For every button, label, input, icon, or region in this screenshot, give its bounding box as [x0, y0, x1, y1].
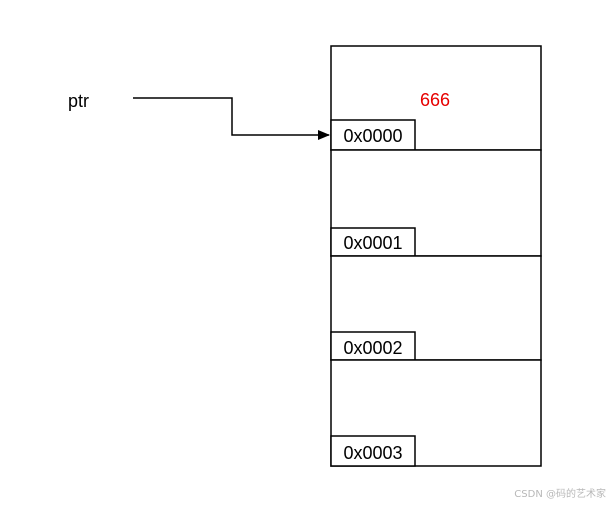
address-label: 0x0003	[343, 443, 402, 463]
pointer-arrow	[133, 97, 330, 140]
address-label: 0x0000	[343, 126, 402, 146]
pointer-label: ptr	[68, 91, 89, 111]
address-label: 0x0001	[343, 233, 402, 253]
address-label: 0x0002	[343, 338, 402, 358]
address-label-box	[330, 435, 416, 467]
address-label-box	[330, 227, 416, 257]
memory-block: 666 0x0000 0x0001 0x0002 0x0003	[330, 45, 542, 467]
memory-cell-value: 666	[420, 90, 450, 110]
address-label-box	[330, 331, 416, 361]
watermark: CSDN @码的艺术家	[514, 489, 606, 500]
